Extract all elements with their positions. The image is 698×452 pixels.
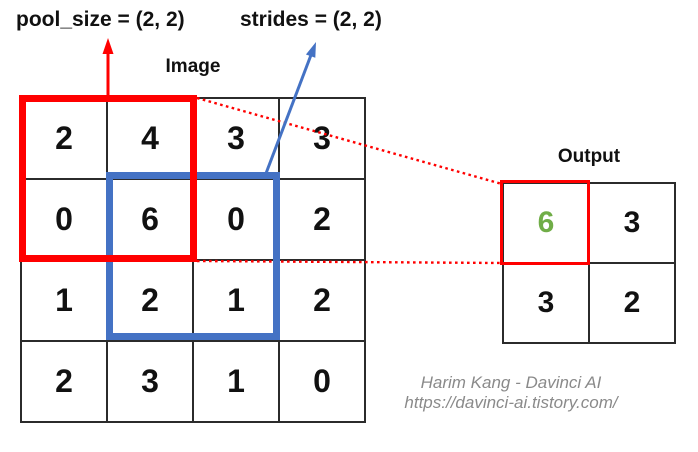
attribution: Harim Kang - Davinci AI https://davinci-… [395, 373, 627, 413]
pool-size-label: pool_size = (2, 2) [16, 8, 185, 31]
attribution-url: https://davinci-ai.tistory.com/ [404, 393, 618, 412]
image-grid-title: Image [165, 56, 221, 77]
image-cell: 0 [194, 180, 278, 259]
image-cell: 3 [194, 99, 278, 178]
image-cell: 0 [22, 180, 106, 259]
output-grid-title: Output [557, 146, 621, 167]
image-cell: 1 [22, 261, 106, 340]
image-cell: 2 [280, 261, 364, 340]
image-cell: 2 [280, 180, 364, 259]
attribution-author: Harim Kang - Davinci AI [420, 373, 602, 392]
strides-label: strides = (2, 2) [240, 8, 382, 31]
image-cell: 1 [194, 261, 278, 340]
pool-size-arrowhead [102, 38, 114, 54]
output-cell-highlighted: 6 [504, 184, 588, 262]
image-cell: 1 [194, 342, 278, 421]
image-cell: 2 [22, 342, 106, 421]
image-cell: 3 [280, 99, 364, 178]
image-cell: 2 [22, 99, 106, 178]
output-grid: 6 3 3 2 [502, 182, 676, 344]
image-cell: 0 [280, 342, 364, 421]
output-cell: 2 [590, 264, 674, 342]
image-cell: 3 [108, 342, 192, 421]
image-cell: 6 [108, 180, 192, 259]
image-grid: 2 4 3 3 0 6 0 2 1 2 1 2 2 3 1 0 [20, 97, 366, 423]
output-cell: 3 [504, 264, 588, 342]
image-cell: 2 [108, 261, 192, 340]
image-cell: 4 [108, 99, 192, 178]
output-cell: 3 [590, 184, 674, 262]
